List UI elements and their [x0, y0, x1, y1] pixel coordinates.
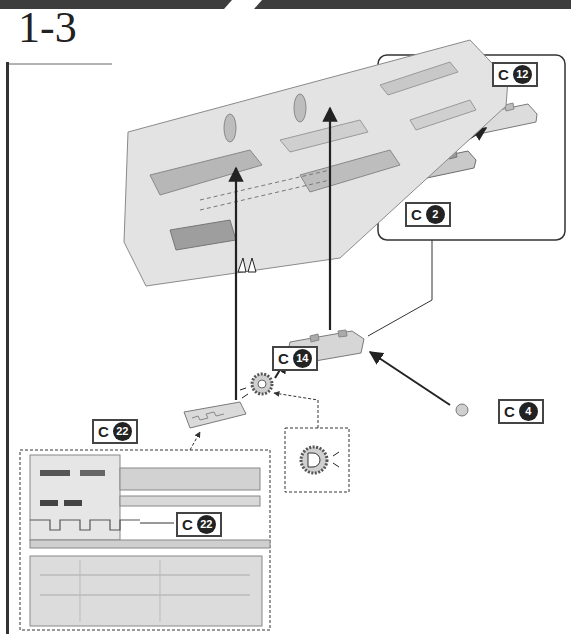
detail-box: [285, 428, 349, 492]
gear-symbol: [301, 447, 339, 473]
part-callout: C2: [405, 202, 451, 227]
gear-part: [240, 374, 272, 398]
callout-number: 2: [426, 205, 445, 224]
part-callout: C 14: [272, 346, 318, 371]
callout-number: 14: [293, 349, 312, 368]
callout-number: 22: [113, 422, 132, 441]
part-letter: C: [278, 351, 289, 366]
callout-number: 12: [513, 65, 532, 84]
leader-line: [140, 523, 174, 524]
leader-line: [368, 240, 432, 336]
part-letter: C: [411, 207, 422, 222]
assembly-arrow: [235, 168, 237, 400]
part-c22: [184, 402, 246, 428]
callout-number: 4: [519, 402, 538, 421]
part-callout: C 22: [92, 419, 138, 444]
emphasis-marks: [238, 258, 256, 272]
detail-box: [20, 450, 270, 630]
part-letter: C: [498, 67, 509, 82]
title-rule: [9, 64, 112, 65]
detail-drawing: [30, 455, 270, 626]
detail-leader: [274, 393, 318, 428]
part-letter: C: [98, 424, 109, 439]
small-part: [456, 404, 468, 416]
part-letter: C: [182, 517, 193, 532]
main-plate: [124, 40, 508, 286]
part-callout: C 22: [176, 512, 222, 537]
part-callout: C4: [498, 399, 544, 424]
detail-leader: [190, 432, 200, 450]
part-callout: C 12: [492, 62, 538, 87]
header-band: [254, 0, 571, 9]
assembly-arrow: [329, 108, 331, 330]
step-number: 1-3: [18, 6, 77, 50]
assembly-arrow: [370, 352, 450, 405]
callout-number: 22: [197, 515, 216, 534]
part-letter: C: [504, 404, 515, 419]
side-bar: [6, 62, 9, 634]
